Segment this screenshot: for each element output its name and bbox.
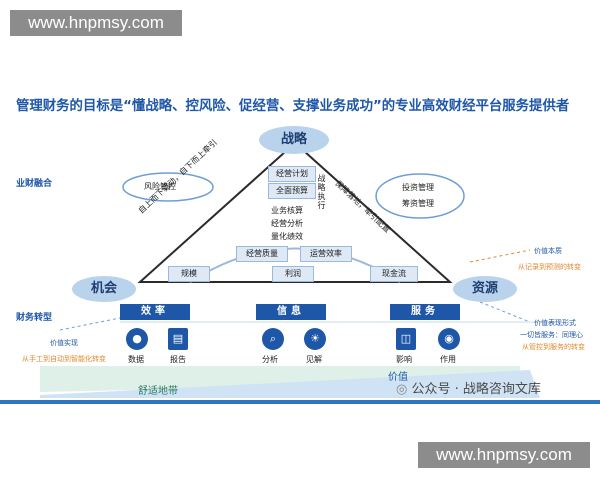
pillar-info-item-0: 分析	[262, 355, 278, 364]
note-left-shift: 从手工到自动到智能化转变	[22, 355, 106, 363]
section-integration: 业财融合	[16, 179, 53, 189]
wechat-icon: ◎	[396, 382, 412, 397]
mid-item-1: 运营效率	[300, 246, 352, 262]
comfort-zone-label: 舒适地带	[138, 386, 178, 397]
pillar-info-item-1: 见解	[306, 355, 322, 364]
center-item-4: 量化绩效	[271, 232, 303, 241]
lightbulb-icon: ☀	[304, 328, 326, 350]
center-item-2: 业务核算	[271, 206, 303, 215]
pillar-efficiency-header: 效率	[120, 304, 190, 320]
broadcast-icon: ◉	[438, 328, 460, 350]
center-item-3: 经营分析	[271, 219, 303, 228]
section-transformation: 财务转型	[16, 313, 53, 323]
pillar-service-item-0: 影响	[396, 355, 412, 364]
bottom-rule	[0, 400, 600, 404]
meeting-icon: ◫	[396, 328, 416, 350]
pillar-service-item-1: 作用	[440, 355, 456, 364]
note-left-value: 价值实现	[50, 339, 78, 347]
finance-label: 筹资管理	[402, 199, 434, 208]
pillar-efficiency-item-0: 数据	[128, 355, 144, 364]
report-icon: ▤	[168, 328, 188, 350]
base-item-2: 现金流	[370, 266, 418, 282]
value-band	[40, 370, 540, 398]
value-label: 价值	[388, 372, 408, 383]
strategy-triangle	[137, 141, 453, 283]
magnifier-icon: ⌕	[262, 328, 284, 350]
node-opportunity: 机会	[72, 276, 136, 302]
risk-cycle	[122, 172, 214, 202]
wechat-caption: ◎ 公众号 · 战略咨询文库	[396, 378, 541, 397]
base-item-1: 利润	[272, 266, 314, 282]
center-item-1: 全面预算	[268, 183, 316, 199]
watermark-top: www.hnpmsy.com	[10, 10, 182, 36]
note-right-essence: 价值本质	[534, 247, 562, 255]
note-right-shift2: 从管控到服务的转变	[522, 343, 585, 351]
note-right-shift: 从记录到预测的转变	[518, 263, 581, 271]
data-icon: ●	[126, 328, 148, 350]
base-item-0: 规模	[168, 266, 210, 282]
page-title: 管理财务的目标是“懂战略、控风险、促经营、支撑业务成功”的专业高效财经平台服务提…	[16, 99, 570, 114]
pillar-info-header: 信息	[256, 304, 326, 320]
mid-item-0: 经营质量	[236, 246, 288, 262]
risk-label: 风险管控	[144, 182, 176, 191]
invest-label: 投资管理	[402, 183, 434, 192]
pillar-service-header: 服务	[390, 304, 460, 320]
node-strategy: 战略	[259, 126, 329, 154]
note-right-service: 一切皆服务：同理心	[520, 331, 583, 339]
invest-cycle	[375, 173, 465, 219]
note-right-form: 价值表现形式	[534, 319, 576, 327]
execution-label: 战略执行	[317, 174, 326, 210]
wechat-text: 公众号 · 战略咨询文库	[411, 382, 541, 397]
center-item-0: 经营计划	[268, 166, 316, 182]
watermark-bottom: www.hnpmsy.com	[418, 442, 590, 468]
node-resources: 资源	[453, 276, 517, 302]
pillar-efficiency-item-1: 报告	[170, 355, 186, 364]
comfort-band	[40, 366, 520, 392]
